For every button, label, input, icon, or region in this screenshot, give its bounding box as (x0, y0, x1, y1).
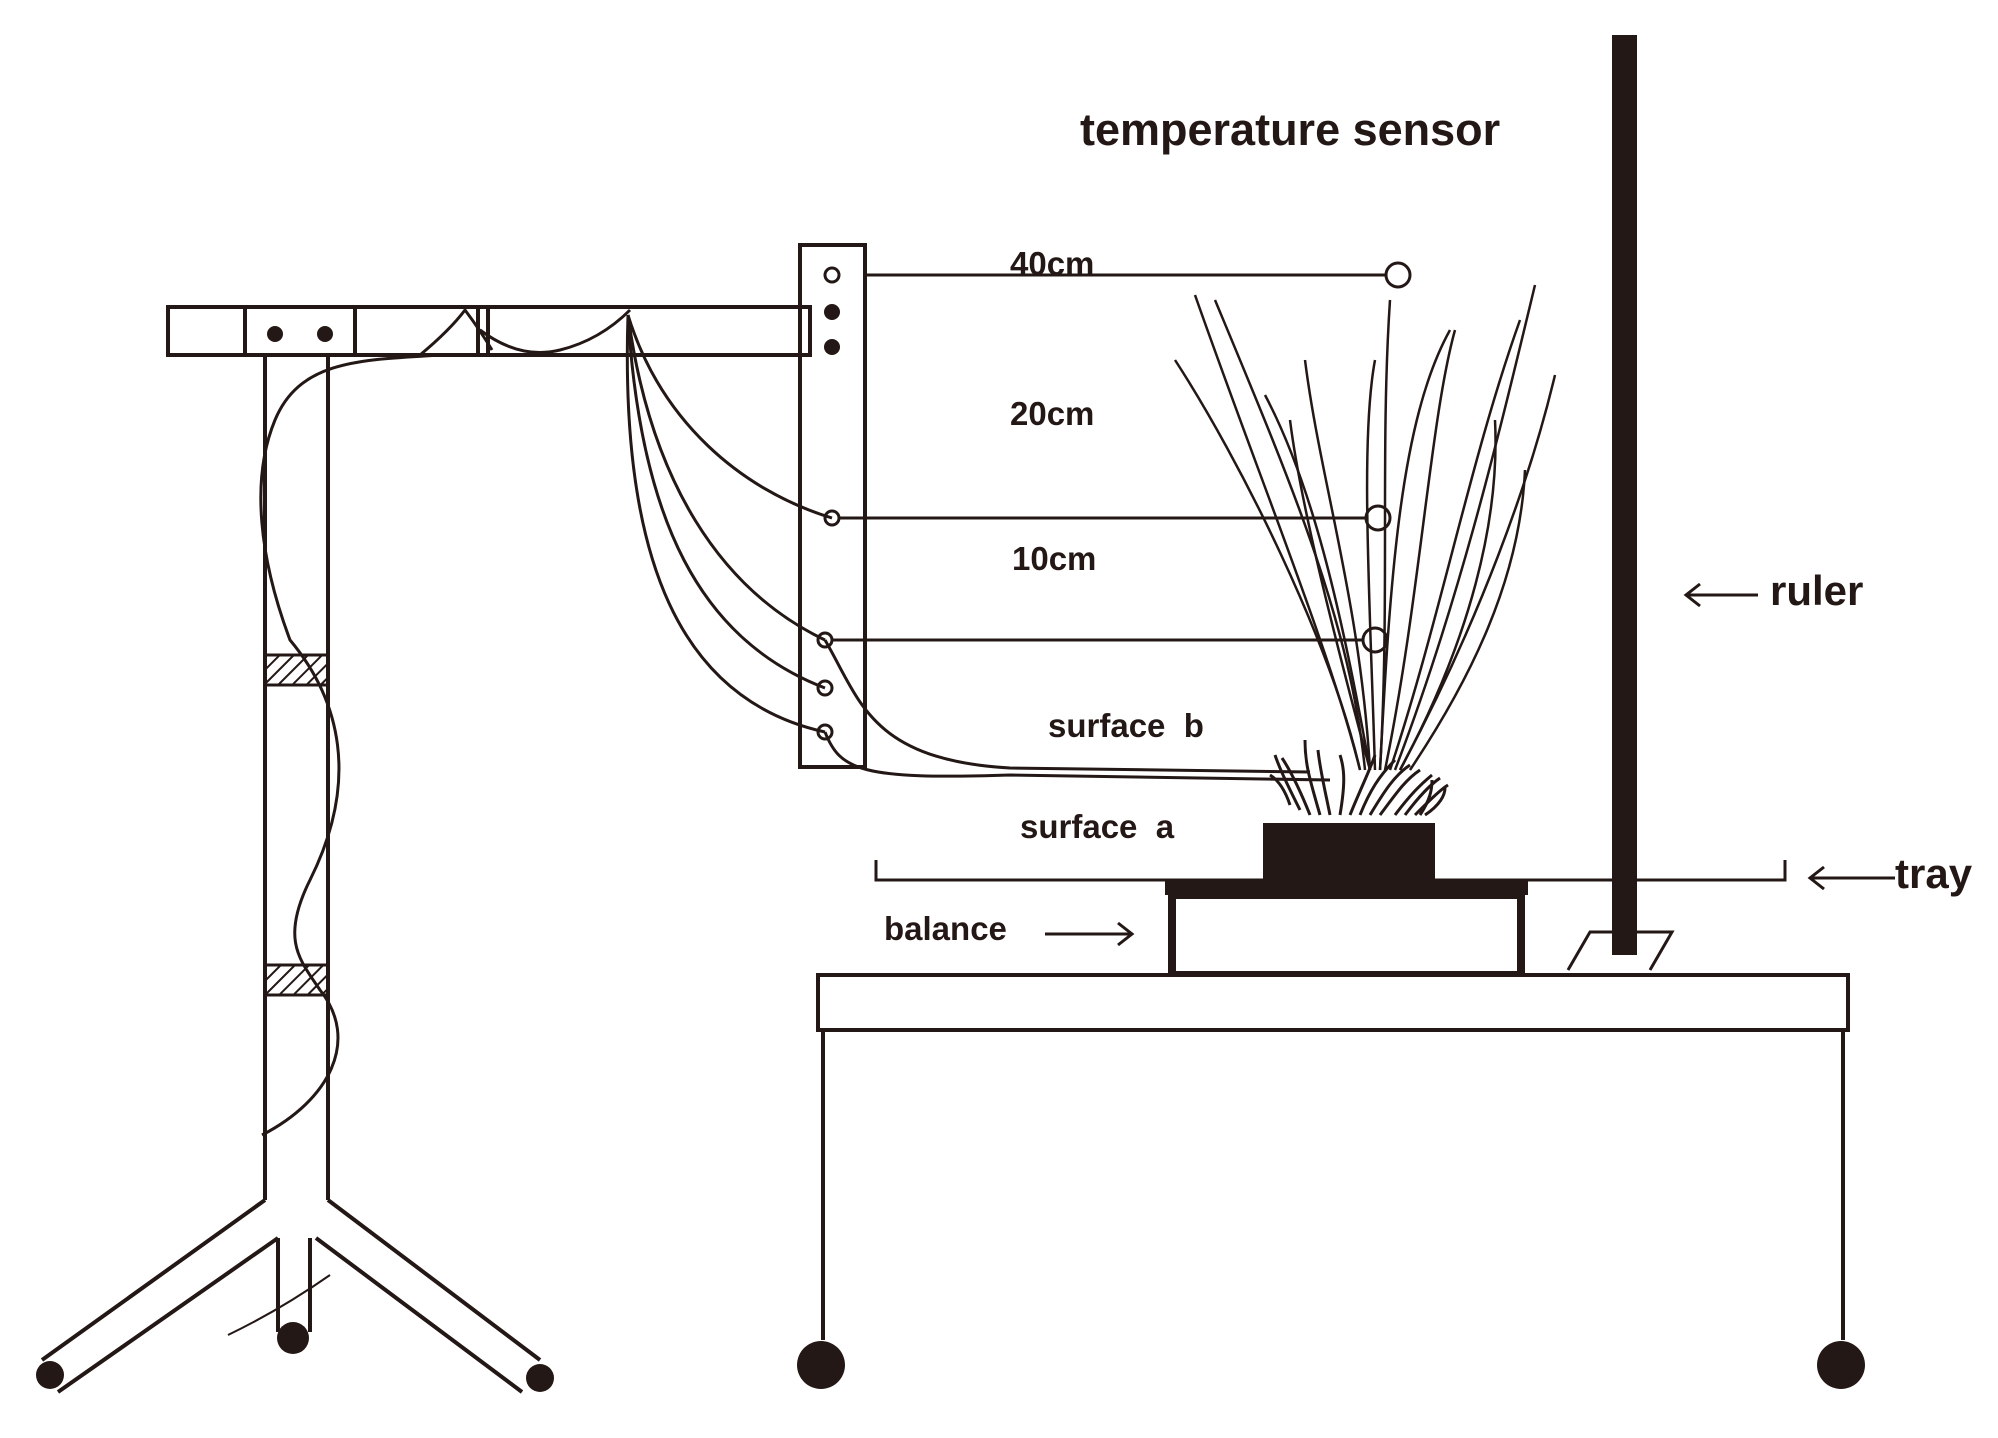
tray-arrow (1807, 865, 1895, 891)
label-temperature-sensor: temperature sensor (1080, 104, 1500, 155)
soil-pot (1263, 823, 1435, 880)
bracket-hole (816, 723, 834, 741)
label-40cm: 40cm (1010, 245, 1094, 282)
tripod-foot (277, 1322, 309, 1354)
ruler-stand (1566, 930, 1675, 971)
arm-bolt (267, 326, 283, 342)
bracket-hole (824, 304, 840, 320)
balance-arrow (1045, 921, 1135, 947)
temperature-sensor-40cm (1384, 261, 1412, 289)
tripod-base (36, 1198, 554, 1394)
bracket-hole (823, 509, 841, 527)
table-wheel (1817, 1341, 1865, 1389)
temperature-sensor-20cm (1364, 504, 1392, 532)
bracket-hole (823, 266, 841, 284)
sensor-cable (259, 353, 441, 1137)
label-balance: balance (884, 910, 1007, 947)
balance (1165, 880, 1528, 979)
sensor-stand (36, 305, 812, 1394)
tripod-foot (526, 1364, 554, 1392)
pole-clamp (263, 963, 330, 997)
ruler-arrow (1683, 582, 1758, 608)
stand-pole (263, 355, 330, 1200)
tripod-foot (36, 1361, 64, 1389)
sensor-rod-10cm (832, 626, 1389, 654)
label-ruler: ruler (1770, 567, 1863, 614)
ruler (1612, 35, 1637, 955)
label-surface-b: surface b (1048, 707, 1204, 744)
label-surface-a: surface a (1020, 808, 1175, 845)
bracket-hole (816, 679, 834, 697)
sensor-cables (625, 314, 1331, 782)
label-20cm: 20cm (1010, 395, 1094, 432)
arm-bolt (317, 326, 333, 342)
table-wheel (797, 1341, 845, 1389)
label-10cm: 10cm (1012, 540, 1096, 577)
table (797, 973, 1865, 1389)
label-tray: tray (1895, 850, 1973, 897)
bracket-hole (824, 339, 840, 355)
grass-tuft (1269, 739, 1449, 817)
grass-plant (1173, 284, 1557, 771)
sensor-rod-40cm (867, 261, 1412, 289)
